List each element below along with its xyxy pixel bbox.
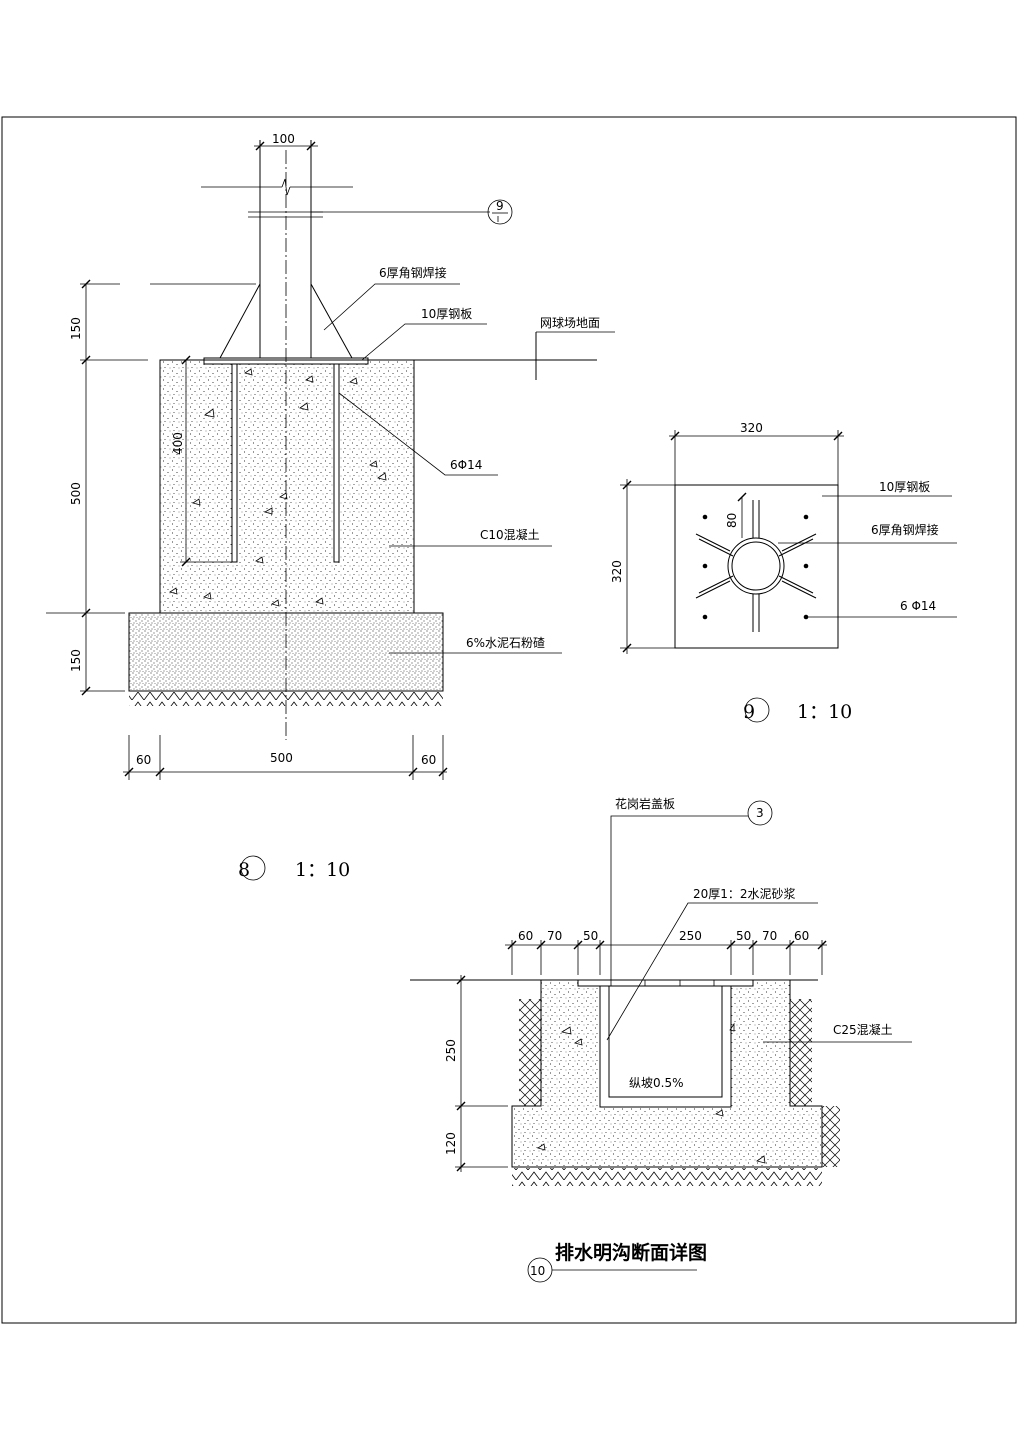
dim-plate-height: 320 xyxy=(610,560,624,583)
detail-8-footing-section: 100 150 500 150 400 60 500 60 9 6厚角钢焊接 1… xyxy=(46,132,615,881)
channel-void xyxy=(600,985,731,1107)
dim-base-right: 60 xyxy=(421,753,436,767)
dim10-1: 60 xyxy=(518,929,533,943)
anchor-bar-left xyxy=(231,363,238,563)
earth-hatch xyxy=(129,692,443,706)
dim10-2: 70 xyxy=(547,929,562,943)
dim-base-mid: 500 xyxy=(270,751,293,765)
detail-10-number: 10 xyxy=(530,1264,545,1278)
dim10-7: 60 xyxy=(794,929,809,943)
dim-height-150-bottom: 150 xyxy=(69,649,83,672)
dim-plate-width: 320 xyxy=(740,421,763,435)
granite-cover xyxy=(577,979,754,987)
detail-10-title: 排水明沟断面详图 xyxy=(555,1241,707,1264)
sheet-border xyxy=(1,116,1017,1324)
dim-height-150-top: 150 xyxy=(69,317,83,340)
label9-steel-plate: 10厚钢板 xyxy=(879,480,930,494)
callout-9-top: 9 xyxy=(496,199,504,213)
label-angle-weld: 6厚角钢焊接 xyxy=(379,265,447,280)
label9-angle-weld: 6厚角钢焊接 xyxy=(871,522,939,537)
dim10-5: 50 xyxy=(736,929,751,943)
label-gravel: 6%水泥石粉碴 xyxy=(466,636,545,650)
c10-footing xyxy=(159,359,415,614)
dim10-3: 50 xyxy=(583,929,598,943)
post-circle-outer xyxy=(727,537,785,595)
dim10-depth: 250 xyxy=(444,1039,458,1062)
dim-post-width: 100 xyxy=(272,132,295,146)
label-mortar: 20厚1：2水泥砂浆 xyxy=(693,886,796,901)
post-circle-inner xyxy=(731,541,781,591)
dim-base-left: 60 xyxy=(136,753,151,767)
aggregate-marks xyxy=(169,368,387,607)
dim10-6: 70 xyxy=(762,929,777,943)
detail-9-number: 9 xyxy=(743,701,755,723)
dim10-4: 250 xyxy=(679,929,702,943)
detail-8-number: 8 xyxy=(238,859,250,881)
detail-10-drain-section: 60 70 50 250 50 70 60 250 120 3 花岗岩盖板 20… xyxy=(410,796,912,1283)
plate-outline xyxy=(674,484,839,649)
label-court-ground: 网球场地面 xyxy=(540,316,600,330)
detail-9-scale: 1：10 xyxy=(797,701,852,723)
anchor-bar-right xyxy=(333,363,340,563)
angle-ribs xyxy=(695,500,817,632)
callout-3: 3 xyxy=(756,806,764,820)
label-rebar-6phi14: 6Φ14 xyxy=(450,458,482,472)
label-steel-plate: 10厚钢板 xyxy=(421,307,472,321)
dim-radius-80: 80 xyxy=(725,513,739,528)
detail-9-plate-plan: 320 320 80 10厚钢板 6厚角钢焊接 6 Φ14 9 1：10 xyxy=(610,421,957,723)
label-c25-concrete: C25混凝土 xyxy=(833,1022,893,1037)
detail-8-scale: 1：10 xyxy=(295,859,350,881)
label-c10-concrete: C10混凝土 xyxy=(480,527,540,542)
dim-anchor-400: 400 xyxy=(171,432,185,455)
dim-height-500: 500 xyxy=(69,482,83,505)
bolt-holes xyxy=(702,514,809,620)
dim10-base: 120 xyxy=(444,1132,458,1155)
label-slope: 纵坡0.5% xyxy=(629,1076,684,1090)
label-granite-cover: 花岗岩盖板 xyxy=(615,796,675,811)
label9-rebar: 6 Φ14 xyxy=(900,599,936,613)
